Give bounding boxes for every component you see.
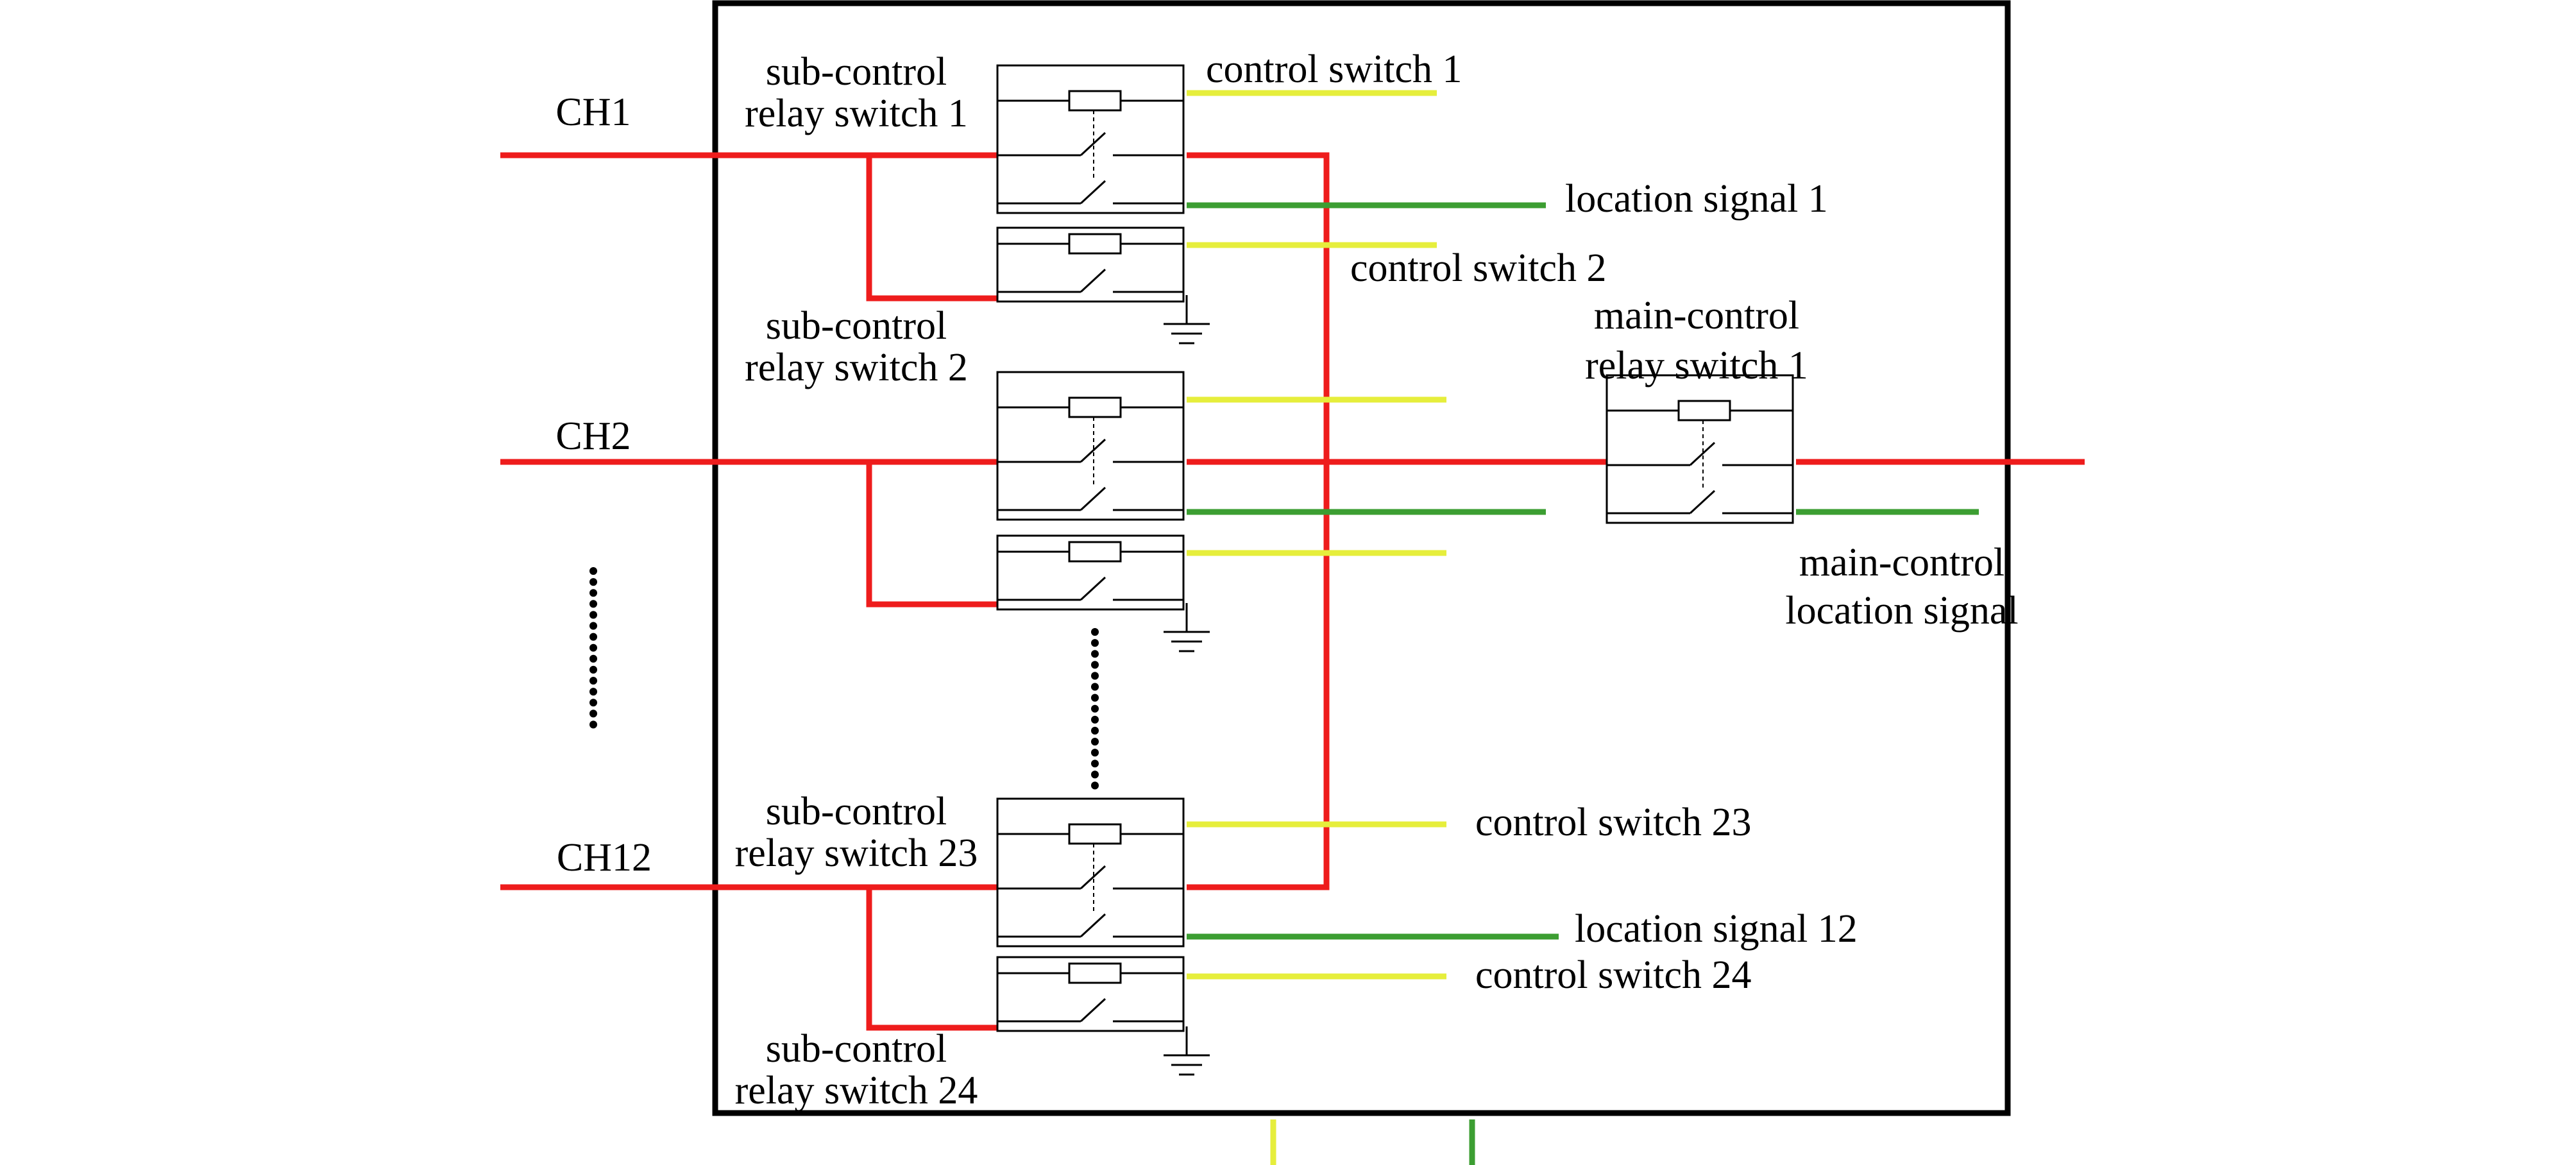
location-signal-1-label: location signal 1 bbox=[1565, 177, 1828, 221]
location-signal-12-label: location signal 12 bbox=[1575, 907, 1858, 951]
sub-relay-1-label: sub-control bbox=[766, 50, 947, 94]
control-switch-1-label: control switch 1 bbox=[1206, 47, 1462, 91]
sub-relay-2-label: relay switch 2 bbox=[745, 346, 968, 389]
main-location-signal-label: main-control bbox=[1799, 541, 2004, 584]
channel-label-ch12: CH12 bbox=[557, 836, 652, 880]
sub-relay-1-module bbox=[996, 64, 1185, 214]
sub-relay-23-label: relay switch 23 bbox=[735, 831, 978, 875]
control-switch-2-label: control switch 2 bbox=[1350, 246, 1607, 290]
channel-label-ch1: CH1 bbox=[555, 90, 631, 134]
sub-relay-24-label: sub-control bbox=[766, 1027, 947, 1071]
sub-relay-2-label: sub-control bbox=[766, 304, 947, 348]
main-relay-module bbox=[1606, 374, 1794, 524]
sub-relay-23-label: sub-control bbox=[766, 790, 947, 833]
control-switch-23-label: control switch 23 bbox=[1475, 801, 1752, 844]
sub-relay-2-module bbox=[996, 371, 1185, 521]
main-relay-label: main-control bbox=[1594, 294, 1799, 337]
sub-relay-24-label: relay switch 24 bbox=[735, 1069, 978, 1112]
signal-wiring bbox=[1187, 202, 1979, 1165]
control-wiring bbox=[1187, 90, 1446, 1165]
main-relay-label: relay switch 1 bbox=[1585, 344, 1808, 387]
sub-relay-23-module bbox=[996, 797, 1185, 948]
labels: CH1 CH2 CH12 sub-control relay switch 1 … bbox=[555, 47, 2018, 1112]
sub-relay-1-label: relay switch 1 bbox=[745, 92, 968, 135]
channel-label-ch2: CH2 bbox=[555, 414, 631, 458]
ground-icon bbox=[1162, 1025, 1211, 1076]
sub-relay-2-module-a bbox=[996, 226, 1185, 303]
enclosure-frame bbox=[712, 0, 2011, 1116]
power-wiring bbox=[500, 152, 2085, 1031]
main-location-signal-label: location signal bbox=[1785, 589, 2018, 633]
sub-relay-2-module-b bbox=[996, 534, 1185, 611]
control-switch-24-label: control switch 24 bbox=[1475, 953, 1752, 997]
sub-relay-24-module bbox=[996, 956, 1185, 1032]
